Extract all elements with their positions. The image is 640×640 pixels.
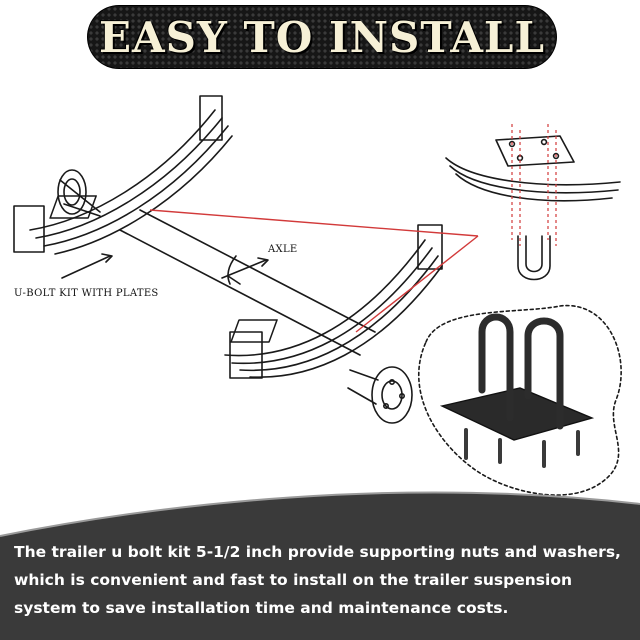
axle-callout-arrow — [221, 259, 267, 279]
suspension-diagram — [13, 95, 622, 496]
upper-leaf-spring-illustration — [13, 95, 233, 255]
right-hub-illustration — [347, 366, 413, 424]
axle-tube-illustration — [119, 209, 376, 356]
product-description: The trailer u bolt kit 5-1/2 inch provid… — [14, 543, 621, 617]
title-banner: EASY TO INSTALL — [88, 6, 556, 68]
ubolt-kit-photo — [439, 313, 595, 468]
ubolt-callout-arrow — [61, 255, 111, 279]
exploded-view-illustration — [445, 135, 621, 281]
footer-background — [0, 491, 640, 640]
left-ubolt-plate — [49, 195, 97, 219]
photo-inset-outline — [417, 304, 622, 496]
callout-connector-lines — [149, 209, 479, 333]
ubolt-kit-label: U-BOLT KIT WITH PLATES — [14, 288, 159, 299]
right-ubolt-plate — [230, 319, 278, 343]
banner-title: EASY TO INSTALL — [99, 12, 545, 62]
axle-label: AXLE — [268, 244, 298, 255]
